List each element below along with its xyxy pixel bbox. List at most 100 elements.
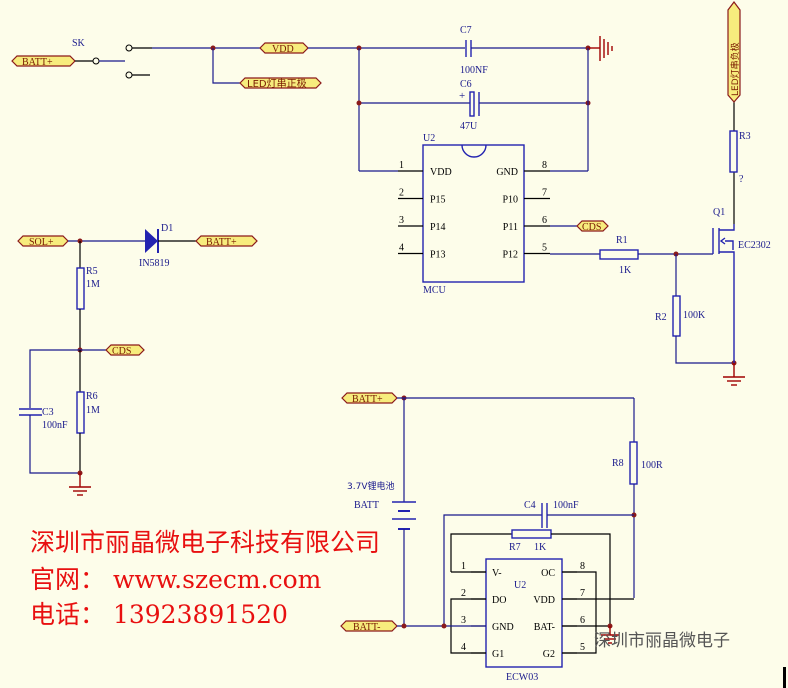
watermark-small: 深圳市丽晶微电子 bbox=[594, 631, 730, 651]
c6-value: 47U bbox=[460, 121, 478, 132]
c7-value: 100NF bbox=[460, 65, 488, 76]
switch-ref: SK bbox=[72, 38, 86, 49]
pin-name: GND bbox=[496, 167, 518, 178]
pin-name: P10 bbox=[502, 195, 518, 206]
c3-ref: C3 bbox=[42, 407, 54, 418]
pin-name: BAT- bbox=[534, 622, 555, 633]
r8-value: 100R bbox=[641, 460, 663, 471]
c6-polarity: + bbox=[459, 90, 465, 102]
pin-name: VDD bbox=[533, 595, 555, 606]
cds-port-mcu: CDS bbox=[576, 220, 609, 233]
ground-icon bbox=[69, 473, 91, 496]
watermark-phone: 电话： 13923891520 bbox=[30, 600, 288, 629]
edge-marker bbox=[783, 667, 786, 688]
q1-ref: Q1 bbox=[713, 207, 725, 218]
capacitor-c4: C4 100nF bbox=[524, 500, 579, 528]
pin-number: 5 bbox=[580, 642, 585, 653]
switch-common-terminal bbox=[92, 57, 100, 65]
port-label: BATT+ bbox=[206, 237, 237, 248]
mcu-part: MCU bbox=[423, 285, 447, 296]
charger-ic-ref: U2 bbox=[514, 580, 526, 591]
vdd-port: VDD bbox=[259, 42, 309, 55]
resistor-r3: R3 ? bbox=[729, 130, 751, 185]
pin-number: 3 bbox=[399, 215, 404, 226]
c6-ref: C6 bbox=[460, 79, 472, 90]
watermark-company: 深圳市丽晶微电子科技有限公司 bbox=[30, 528, 381, 557]
pin-name: P12 bbox=[502, 250, 518, 261]
pin-name: V- bbox=[492, 568, 502, 579]
capacitor-c6: + C6 47U bbox=[459, 79, 480, 132]
r5-ref: R5 bbox=[86, 266, 98, 277]
mcu-ref: U2 bbox=[423, 133, 435, 144]
led-neg-port: LED灯串负极 bbox=[727, 0, 741, 103]
junction-dot bbox=[356, 100, 362, 106]
charger-ic-part: ECW03 bbox=[506, 672, 538, 683]
c3-value: 100nF bbox=[42, 420, 68, 431]
pin-number: 8 bbox=[542, 160, 547, 171]
pin-name: G1 bbox=[492, 649, 504, 660]
switch-sk: SK bbox=[72, 38, 152, 79]
pin-number: 4 bbox=[461, 642, 466, 653]
sol-plus-port: SOL+ bbox=[17, 235, 69, 248]
c4-value: 100nF bbox=[553, 500, 579, 511]
pin-number: 6 bbox=[580, 615, 585, 626]
port-label: LED灯串正极 bbox=[247, 77, 307, 90]
r8-ref: R8 bbox=[612, 458, 624, 469]
mosfet-q1: Q1 EC2302 bbox=[712, 207, 771, 363]
port-label: LED灯串负极 bbox=[729, 42, 741, 96]
pin-name: VDD bbox=[430, 167, 452, 178]
battery-batt: 3.7V锂电池 BATT bbox=[347, 480, 416, 530]
junction-dot bbox=[401, 623, 407, 629]
ic-pin-g2: 5G2 bbox=[543, 642, 585, 660]
pin-name: DO bbox=[492, 595, 506, 606]
diode-d1: D1 IN5819 bbox=[139, 223, 173, 269]
pin-number: 8 bbox=[580, 561, 585, 572]
batt-desc: 3.7V锂电池 bbox=[347, 480, 394, 492]
led-pos-port: LED灯串正极 bbox=[239, 77, 322, 90]
resistor-r8: R8 100R bbox=[612, 441, 663, 485]
pin-name: P13 bbox=[430, 250, 446, 261]
q1-part: EC2302 bbox=[738, 240, 771, 251]
d1-part: IN5819 bbox=[139, 258, 170, 269]
resistor-r7: R7 1K bbox=[509, 529, 552, 553]
pin-number: 2 bbox=[461, 588, 466, 599]
pin-number: 5 bbox=[542, 243, 547, 254]
batt-ref: BATT bbox=[354, 500, 379, 511]
port-label: BATT+ bbox=[352, 394, 383, 405]
c7-ref: C7 bbox=[460, 25, 472, 36]
ground-icon bbox=[723, 363, 745, 386]
r6-ref: R6 bbox=[86, 391, 98, 402]
r3-value: ? bbox=[739, 174, 744, 185]
batt-minus-port: BATT- bbox=[340, 620, 398, 633]
r6-value: 1M bbox=[86, 405, 100, 416]
pin-name: P15 bbox=[430, 195, 446, 206]
d1-ref: D1 bbox=[161, 223, 173, 234]
capacitor-c7: C7 100NF bbox=[460, 25, 488, 76]
pin-name: GND bbox=[492, 622, 514, 633]
ic-pin-oc: 8OC bbox=[541, 561, 585, 579]
switch-terminal-a bbox=[125, 44, 133, 52]
pin-name: G2 bbox=[543, 649, 555, 660]
capacitor-c3: C3 100nF bbox=[19, 407, 68, 431]
resistor-r1: R1 1K bbox=[599, 235, 639, 276]
r5-value: 1M bbox=[86, 279, 100, 290]
ic-pin-g1: 4G1 bbox=[461, 642, 504, 660]
port-label: CDS bbox=[112, 346, 131, 357]
r2-ref: R2 bbox=[655, 312, 667, 323]
r1-ref: R1 bbox=[616, 235, 628, 246]
batt-plus-port-diode: BATT+ bbox=[195, 235, 258, 248]
batt-plus-port-switch: BATT+ bbox=[11, 55, 76, 68]
resistor-r2: R2 100K bbox=[655, 295, 706, 337]
r7-ref: R7 bbox=[509, 542, 521, 553]
pin-number: 1 bbox=[461, 561, 466, 572]
port-label: VDD bbox=[272, 44, 294, 55]
r1-value: 1K bbox=[619, 265, 632, 276]
